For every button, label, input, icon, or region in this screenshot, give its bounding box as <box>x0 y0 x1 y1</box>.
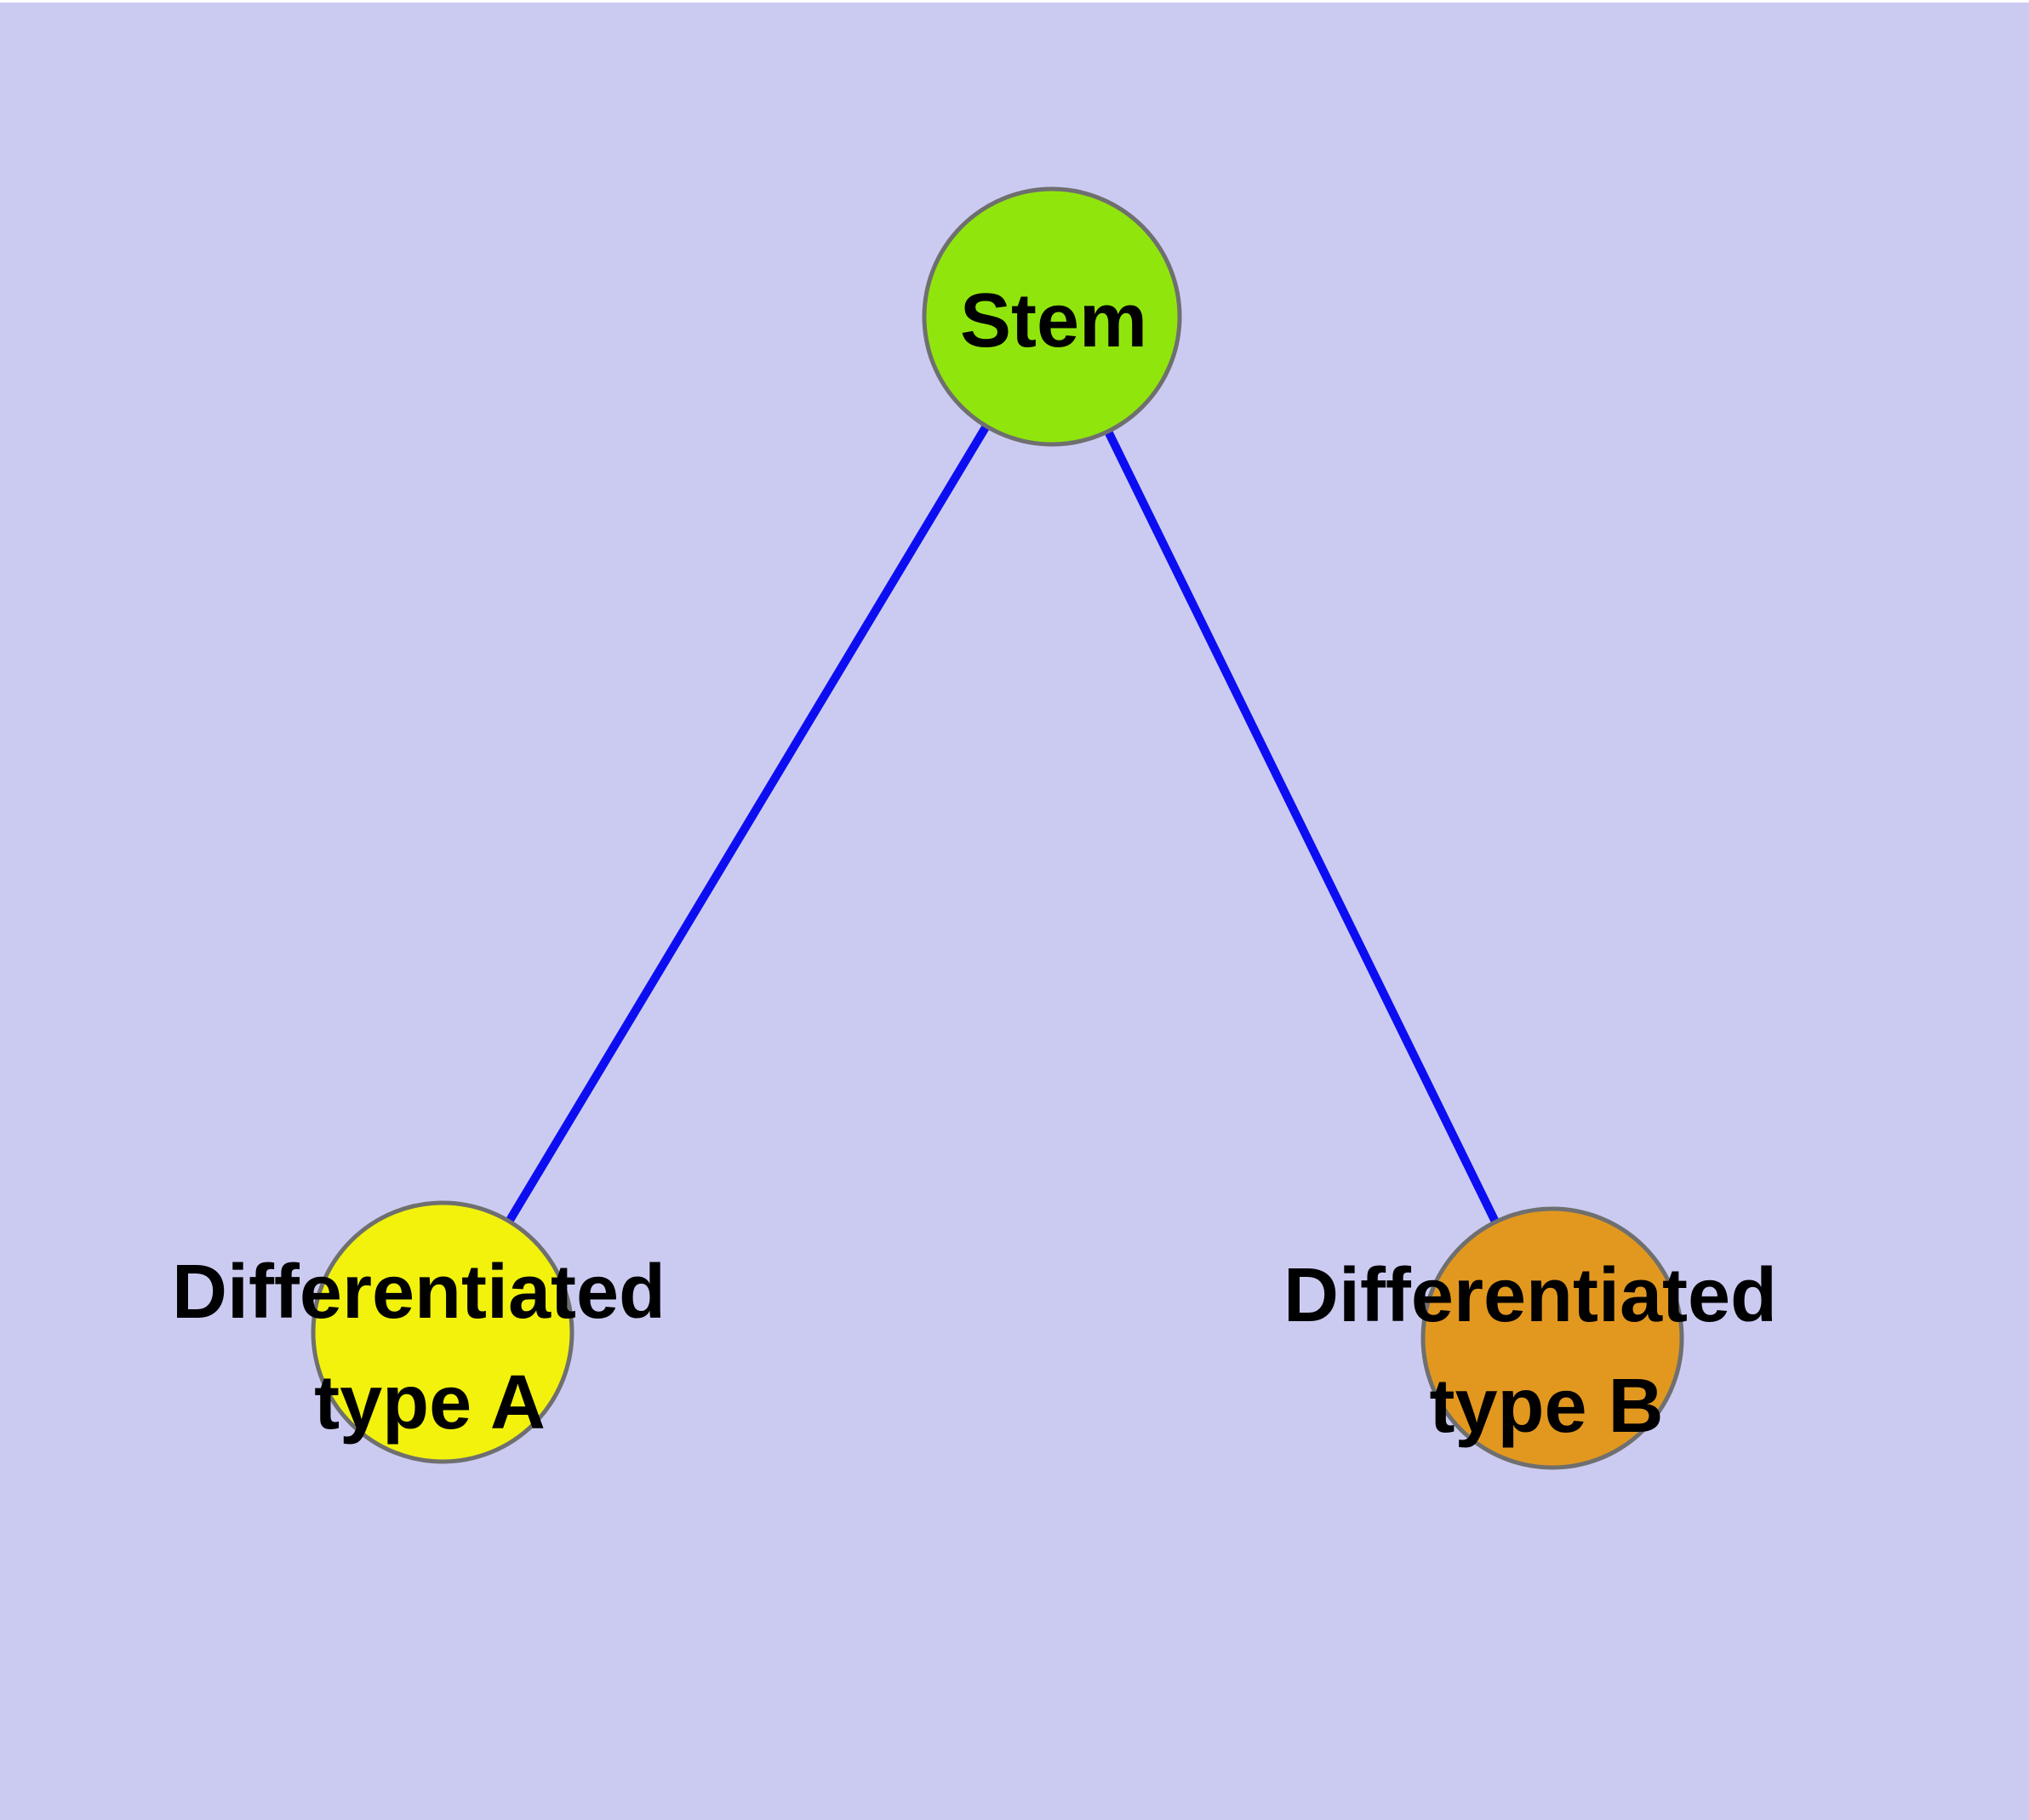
node-stem <box>922 186 1182 447</box>
node-type-b-label-line1: Differentiated <box>1283 1253 1777 1338</box>
node-differentiated-type-b <box>1420 1206 1684 1470</box>
node-type-a-label-line1: Differentiated <box>172 1250 666 1335</box>
edge-stem-to-type-b <box>1048 314 1557 1341</box>
node-differentiated-type-a <box>311 1200 574 1464</box>
node-stem-label: Stem <box>960 278 1147 363</box>
top-margin-strip <box>0 0 2029 3</box>
edge-stem-to-type-a <box>438 314 1056 1335</box>
node-type-a-label-line2: type A <box>314 1360 546 1445</box>
node-type-b-label-line2: type B <box>1429 1364 1663 1449</box>
